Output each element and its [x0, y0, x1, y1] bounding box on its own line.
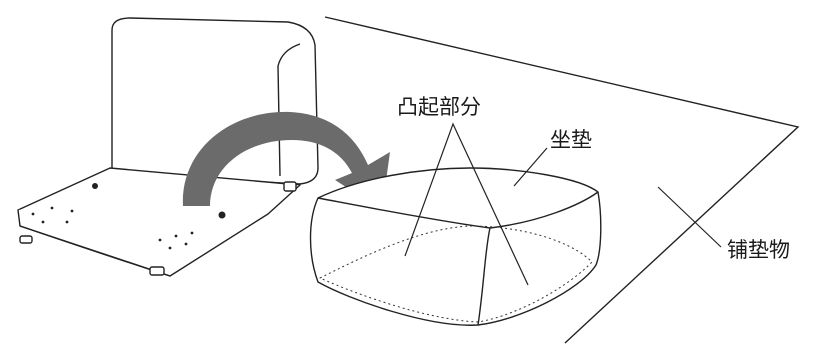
seat-base: [17, 17, 319, 277]
base-holes: [31, 183, 226, 250]
move-arrow-icon: [182, 111, 390, 210]
leader-lines: [404, 122, 722, 286]
cushion-label: 坐垫: [550, 128, 592, 152]
cushion: [309, 167, 602, 326]
mat-leader: [657, 186, 722, 248]
mat-outline: [324, 16, 800, 344]
cushion-leader: [513, 147, 548, 187]
mat-label: 铺垫物: [727, 238, 790, 262]
bulge-leader: [404, 122, 529, 286]
bulge-label: 凸起部分: [397, 95, 481, 119]
